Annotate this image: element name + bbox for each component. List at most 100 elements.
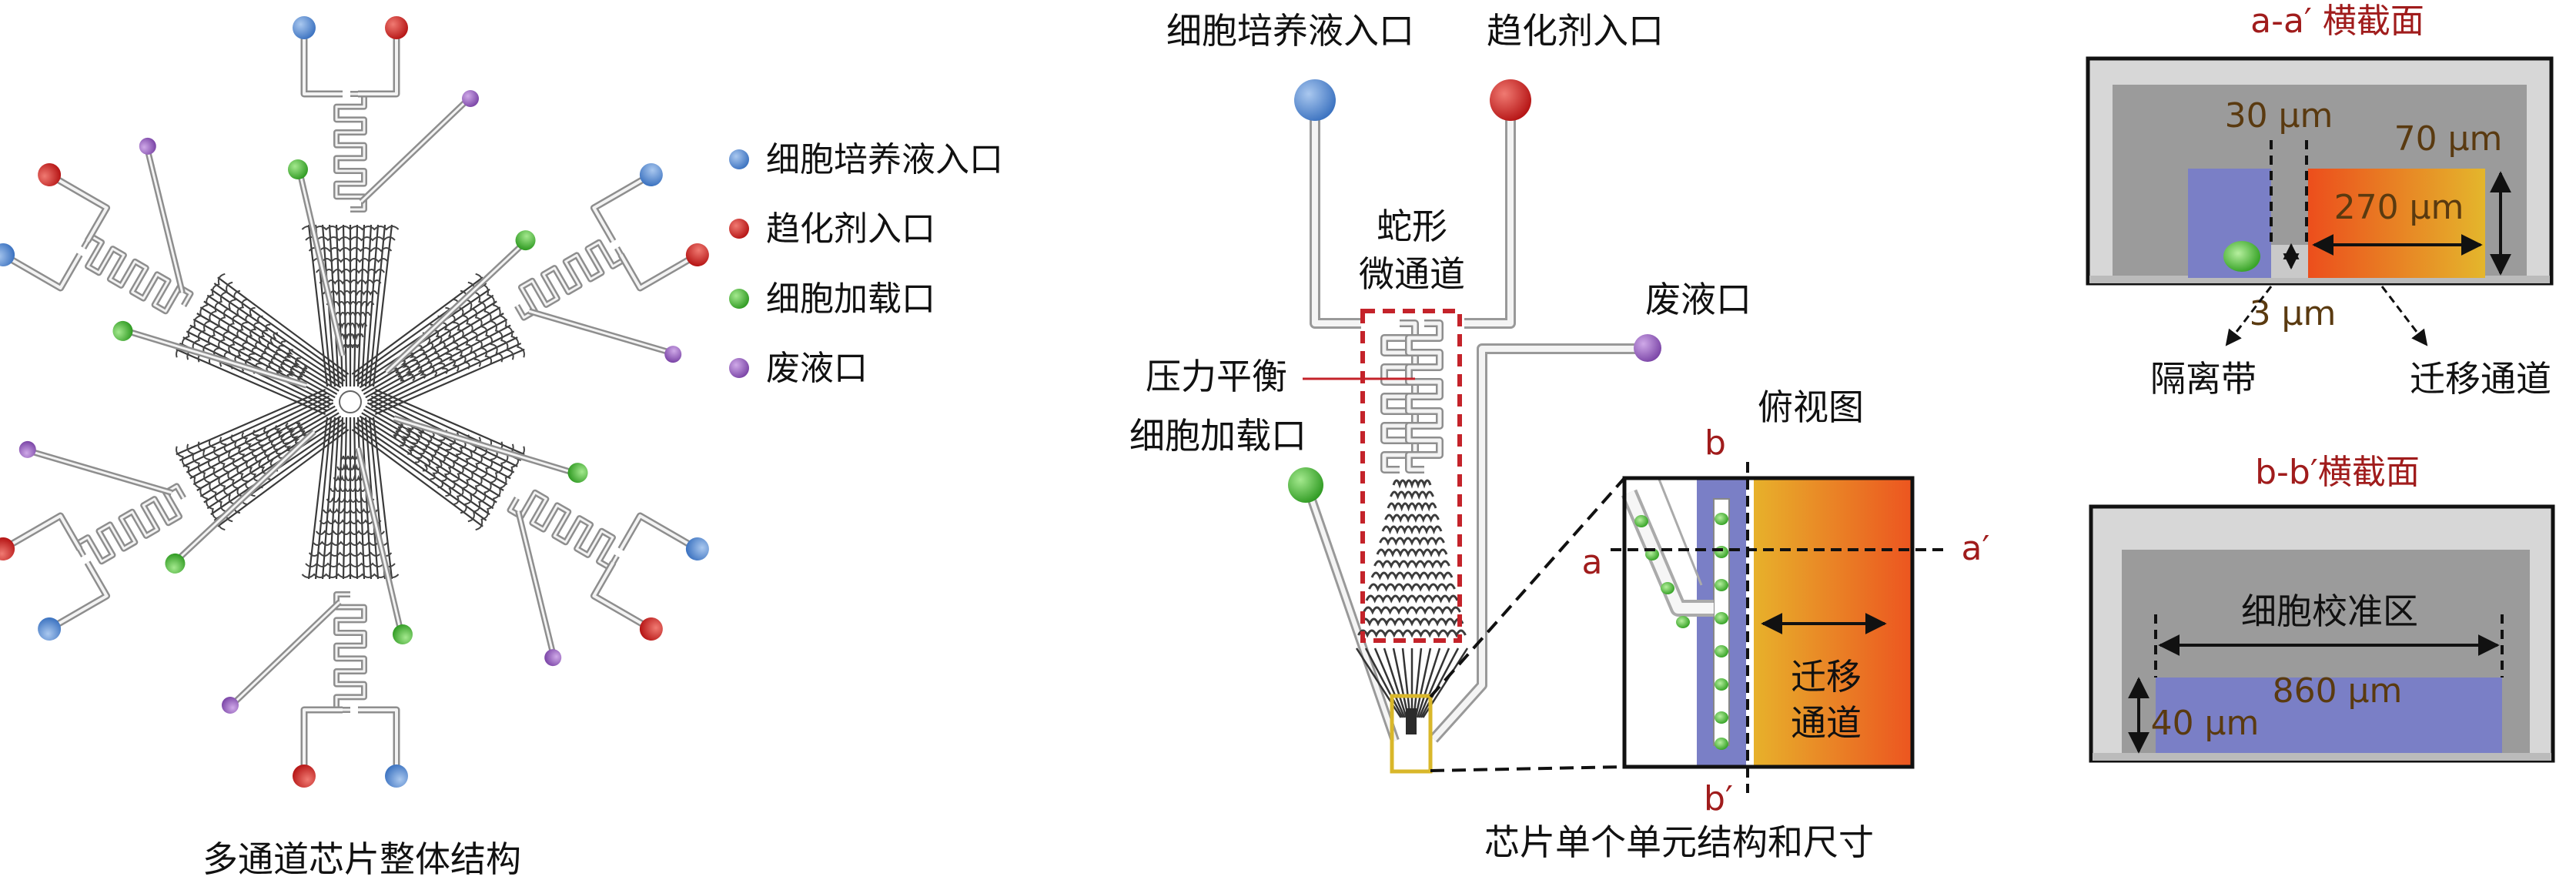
green-cell-icon bbox=[1715, 711, 1728, 724]
cell-dots bbox=[1634, 513, 1728, 750]
waste-port bbox=[222, 697, 239, 714]
chemo-port bbox=[293, 765, 316, 788]
tree-line bbox=[1413, 647, 1423, 718]
zoom-line-top bbox=[1429, 477, 1626, 698]
tree-line bbox=[1401, 647, 1411, 718]
tree-line bbox=[1383, 647, 1407, 718]
green-cell-icon bbox=[1715, 645, 1728, 657]
section-aa-migration-channel bbox=[2308, 169, 2485, 278]
dim-70-label: 70 μm bbox=[2394, 119, 2503, 159]
waste-port bbox=[544, 649, 562, 667]
culture-port bbox=[0, 243, 15, 266]
tree-line bbox=[1418, 647, 1450, 718]
chip-unit bbox=[222, 417, 413, 788]
culture-inlet-channel bbox=[1310, 103, 1361, 329]
green-cell-icon bbox=[1715, 738, 1728, 750]
radial-serpentine bbox=[333, 591, 367, 713]
green-cell-icon bbox=[1715, 546, 1728, 558]
loading-label: 细胞加载口 bbox=[1129, 415, 1306, 457]
green-cell-icon bbox=[1676, 616, 1690, 628]
tree-row bbox=[1384, 514, 1440, 523]
waste-label: 废液口 bbox=[1645, 279, 1751, 320]
green-cell-icon bbox=[1715, 612, 1728, 624]
dim-30-label: 30 μm bbox=[2225, 96, 2333, 136]
legend-label-chemo: 趋化剂入口 bbox=[766, 209, 935, 249]
tree-row bbox=[1368, 583, 1456, 592]
chip-center bbox=[339, 390, 362, 413]
loading-port bbox=[393, 624, 413, 644]
radial-serpentine bbox=[333, 91, 367, 212]
marker-a: a bbox=[1582, 543, 1603, 582]
chemo-port bbox=[685, 243, 709, 266]
culture-inlet-port bbox=[1294, 79, 1336, 121]
loading-port bbox=[165, 553, 186, 574]
single-unit-diagram: 细胞培养液入口 趋化剂入口 蛇形 微通道 废液口 压力平衡 细胞加载口 芯片单个… bbox=[1129, 10, 1989, 863]
blue-dot-icon bbox=[729, 149, 749, 169]
waste-port bbox=[139, 137, 156, 155]
waste-port bbox=[462, 90, 479, 107]
loading-port bbox=[1288, 467, 1323, 503]
tree-row bbox=[1363, 606, 1461, 615]
tree-row bbox=[1392, 479, 1432, 489]
calibration-zone-label: 细胞校准区 bbox=[2241, 591, 2418, 632]
chemo-port bbox=[639, 617, 663, 641]
tree-row bbox=[1381, 525, 1443, 535]
loading-port bbox=[288, 159, 308, 179]
marker-b-prime: b′ bbox=[1704, 779, 1733, 818]
tree-row bbox=[1373, 560, 1450, 569]
pressure-balance-label: 压力平衡 bbox=[1146, 356, 1287, 397]
waste-port bbox=[1634, 334, 1661, 362]
section-aa-isolation-band bbox=[2271, 245, 2308, 278]
section-bb: b-b′横截面 细胞校准区 860 μm 40 μm bbox=[2089, 453, 2555, 763]
chip-unit bbox=[351, 163, 709, 415]
tree-row bbox=[1365, 594, 1459, 604]
tree-line bbox=[1414, 647, 1432, 718]
section-bb-title: b-b′横截面 bbox=[2255, 453, 2420, 492]
tree-row bbox=[1360, 617, 1464, 627]
tree-row bbox=[1379, 537, 1445, 546]
dim-40-label: 40 μm bbox=[2151, 704, 2260, 743]
culture-port bbox=[38, 617, 62, 641]
chemo-port bbox=[385, 16, 408, 39]
loading-port bbox=[112, 320, 133, 341]
green-cell-icon bbox=[1715, 579, 1728, 591]
chemo-inlet-port bbox=[1490, 79, 1531, 121]
loading-port bbox=[567, 463, 588, 483]
radial-inlet-culture bbox=[300, 32, 343, 98]
radial-inlet-chemo bbox=[300, 706, 343, 771]
tree-row bbox=[1376, 548, 1448, 557]
multichannel-chip-diagram bbox=[0, 16, 709, 788]
migration-channel-label: 迁移通道 bbox=[2410, 358, 2551, 400]
legend: 细胞培养液入口 趋化剂入口 细胞加载口 废液口 bbox=[729, 140, 1003, 388]
green-cell-icon bbox=[1634, 515, 1648, 527]
top-view-label: 俯视图 bbox=[1758, 386, 1864, 428]
green-cell-icon bbox=[1661, 582, 1674, 594]
culture-port bbox=[385, 765, 408, 788]
waste-port bbox=[664, 346, 682, 363]
chip-unit bbox=[0, 137, 350, 415]
serpentine-microchannel bbox=[1380, 320, 1444, 473]
tree-line bbox=[1392, 647, 1410, 718]
dim-860-label: 860 μm bbox=[2273, 671, 2403, 711]
tree-row bbox=[1387, 502, 1437, 512]
culture-port bbox=[293, 16, 316, 39]
tree-row bbox=[1370, 571, 1454, 581]
green-cell-icon bbox=[1715, 678, 1728, 691]
legend-label-waste: 废液口 bbox=[766, 349, 868, 388]
middle-caption: 芯片单个单元结构和尺寸 bbox=[1484, 821, 1874, 863]
chemo-inlet-channel bbox=[1464, 103, 1516, 329]
migration-channel-label-line1: 迁移 bbox=[1791, 656, 1862, 698]
tree-row bbox=[1357, 629, 1467, 638]
zoom-line-bottom bbox=[1430, 765, 1625, 772]
serpentine-highlight-box bbox=[1360, 309, 1462, 643]
green-cell-icon bbox=[1715, 513, 1728, 525]
cell-chamber bbox=[1406, 708, 1417, 734]
chemo-inlet-label: 趋化剂入口 bbox=[1487, 10, 1664, 52]
tree-row bbox=[1390, 490, 1434, 500]
isolation-band-label: 隔离带 bbox=[2150, 358, 2257, 400]
left-caption: 多通道芯片整体结构 bbox=[202, 838, 521, 880]
top-view-detail: 迁移 通道 b b′ a a′ 俯视图 bbox=[1582, 386, 1990, 818]
purple-dot-icon bbox=[729, 358, 749, 378]
culture-inlet-label: 细胞培养液入口 bbox=[1166, 10, 1414, 52]
